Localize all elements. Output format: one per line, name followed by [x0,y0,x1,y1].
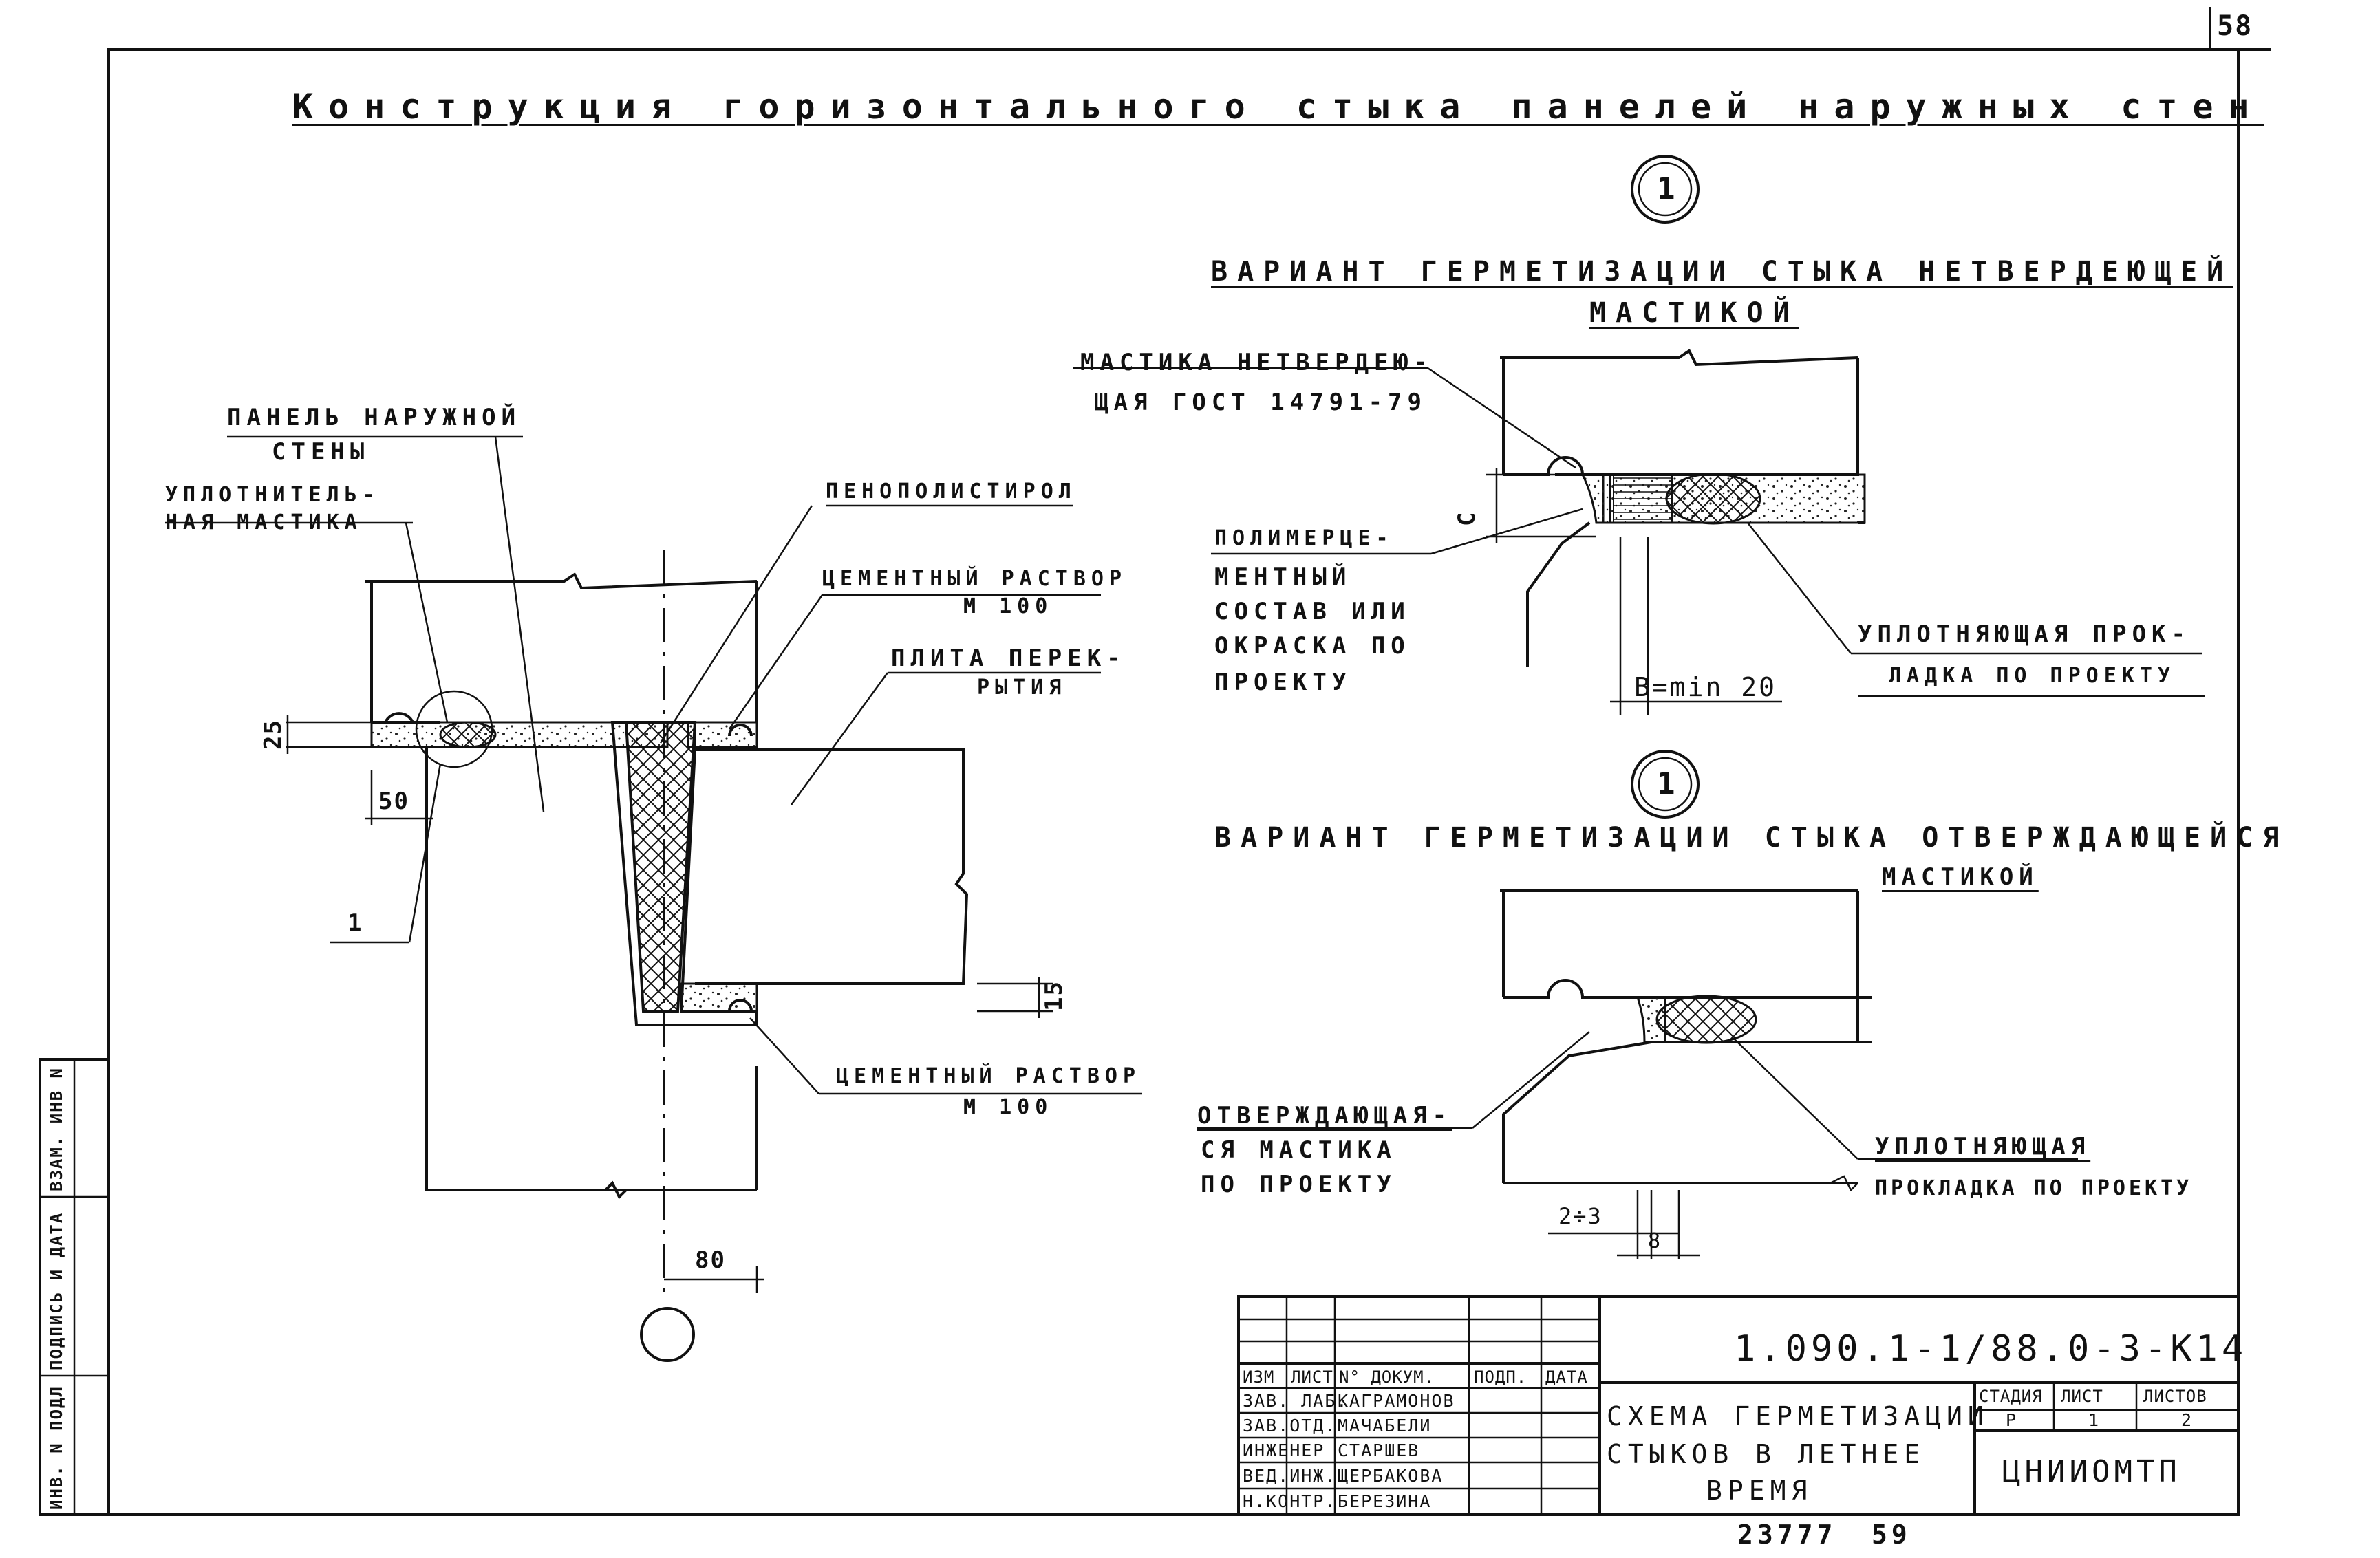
dim-25: 25 [259,719,287,750]
label-sealant-2: НАЯ МАСТИКА [165,510,363,534]
v1-polymer-3: СОСТАВ ИЛИ [1214,598,1411,625]
sheet-label: ЛИСТ [2061,1387,2103,1406]
v2-gasket: УПЛОТНЯЮЩАЯ [1875,1133,2091,1160]
tb-name-3: ЩЕРБАКОВА [1338,1466,1444,1486]
label-panel-2: СТЕНЫ [272,438,370,466]
v1-gasket-2: ЛАДКА ПО ПРОЕКТУ [1889,664,2176,688]
label-panel: ПАНЕЛЬ НАРУЖНОЙ [227,404,522,431]
v2-mastic-3: ПО ПРОЕКТУ [1201,1171,1397,1198]
page-title: Конструкция горизонтального стыка панеле… [292,87,2264,127]
title-block-grid [1237,1295,2240,1516]
v2-mastic: ОТВЕРЖДАЮЩАЯ- [1197,1102,1452,1129]
tb-header-sign: ПОДП. [1474,1367,1527,1387]
doc-title-3: ВРЕМЯ [1706,1475,1813,1506]
variant2-drawing [1197,750,2078,1259]
v1-mastic-2: ЩАЯ ГОСТ 14791-79 [1094,389,1427,416]
tb-name-4: БЕРЕЗИНА [1338,1491,1432,1511]
v1-mastic: МАСТИКА НЕТВЕРДЕЮ- [1080,349,1433,376]
stamp-vzam-inv: ВЗАМ. ИНВ N [47,1067,66,1191]
dim-80: 80 [695,1246,726,1274]
dim-50: 50 [378,788,409,815]
label-foam: ПЕНОПОЛИСТИРОЛ [826,479,1077,504]
v1-polymer-2: МЕНТНЫЙ [1214,563,1352,591]
v1-gasket: УПЛОТНЯЮЩАЯ ПРОК- [1858,620,2191,648]
tb-header-list: ЛИСТ [1291,1367,1333,1387]
label-mortar-top: ЦЕМЕНТНЫЙ РАСТВОР [822,567,1128,591]
v1-polymer-4: ОКРАСКА ПО [1214,632,1411,660]
label-mortar-top-grade: М 100 [963,594,1053,618]
v1-dim-b: B=min 20 [1634,672,1777,702]
label-mortar-bottom-grade: М 100 [963,1095,1053,1119]
stamp-podpis-data: ПОДПИСЬ И ДАТА [47,1211,66,1370]
sheets-label: ЛИСТОВ [2143,1387,2207,1406]
callout-marker-1: 1 [1657,171,1675,206]
variant2-title-2: МАСТИКОЙ [1882,863,2039,891]
stamp-inv-podl: ИНВ. N ПОДЛ [47,1385,66,1510]
tb-name-2: СТАРШЕВ [1338,1440,1420,1460]
tb-header-izm: ИЗМ [1243,1367,1275,1387]
sheet-frame [107,7,2271,1516]
tb-header-date: ДАТА [1545,1367,1588,1387]
label-slab-2: РЫТИЯ [977,675,1067,700]
dim-15: 15 [1040,980,1068,1011]
v1-polymer-5: ПРОЕКТУ [1214,669,1352,696]
tb-role-4: Н.КОНТР. [1243,1491,1337,1511]
footer-sheet: 59 [1872,1519,1911,1550]
doc-title-2: СТЫКОВ В ЛЕТНЕЕ [1607,1439,1926,1469]
label-sealant: УПЛОТНИТЕЛЬ- [165,483,380,507]
variant1-title: ВАРИАНТ ГЕРМЕТИЗАЦИИ СТЫКА НЕТВЕРДЕЮЩЕЙ [1211,256,2233,288]
tb-role-3: ВЕД.ИНЖ. [1243,1466,1337,1486]
stage-value: Р [2006,1410,2018,1430]
tb-role-2: ИНЖЕНЕР [1243,1440,1325,1460]
v2-dim-23: 2÷3 [1558,1203,1602,1229]
v2-dim-8: 8 [1648,1229,1662,1253]
organization: ЦНИИОМТП [2002,1454,2181,1489]
v1-dim-c: С [1453,510,1481,526]
main-section-drawing [165,435,1142,1362]
callout-1: 1 [347,909,363,937]
variant1-drawing [1073,155,2205,715]
sheets-value: 2 [2181,1410,2194,1430]
doc-code: 1.090.1-1/88.0-3-К14 [1734,1328,2248,1370]
callout-marker-2: 1 [1657,766,1675,801]
sheet-number: 58 [2217,10,2253,42]
v2-mastic-2: СЯ МАСТИКА [1201,1136,1397,1164]
variant2-title: ВАРИАНТ ГЕРМЕТИЗАЦИИ СТЫКА ОТВЕРЖДАЮЩЕЙС… [1214,822,2289,854]
v1-polymer: ПОЛИМЕРЦЕ- [1214,526,1394,550]
sheet-value: 1 [2088,1410,2101,1430]
tb-header-doc: N° ДОКУМ. [1339,1367,1435,1387]
stage-label: СТАДИЯ [1979,1387,2043,1406]
variant1-title-2: МАСТИКОЙ [1589,297,1799,329]
v2-gasket-2: ПРОКЛАДКА ПО ПРОЕКТУ [1875,1176,2193,1200]
side-stamp-box [39,1058,110,1516]
doc-title-1: СХЕМА ГЕРМЕТИЗАЦИИ [1607,1401,1989,1431]
tb-role-1: ЗАВ.ОТД. [1243,1416,1337,1436]
tb-name-1: МАЧАБЕЛИ [1338,1416,1432,1436]
label-mortar-bottom: ЦЕМЕНТНЫЙ РАСТВОР [836,1064,1141,1088]
tb-role-0: ЗАВ. ЛАБ. [1243,1391,1349,1411]
label-slab: ПЛИТА ПЕРЕК- [891,645,1126,672]
footer-number: 23777 [1737,1519,1837,1550]
tb-name-0: КАГРАМОНОВ [1338,1391,1455,1411]
